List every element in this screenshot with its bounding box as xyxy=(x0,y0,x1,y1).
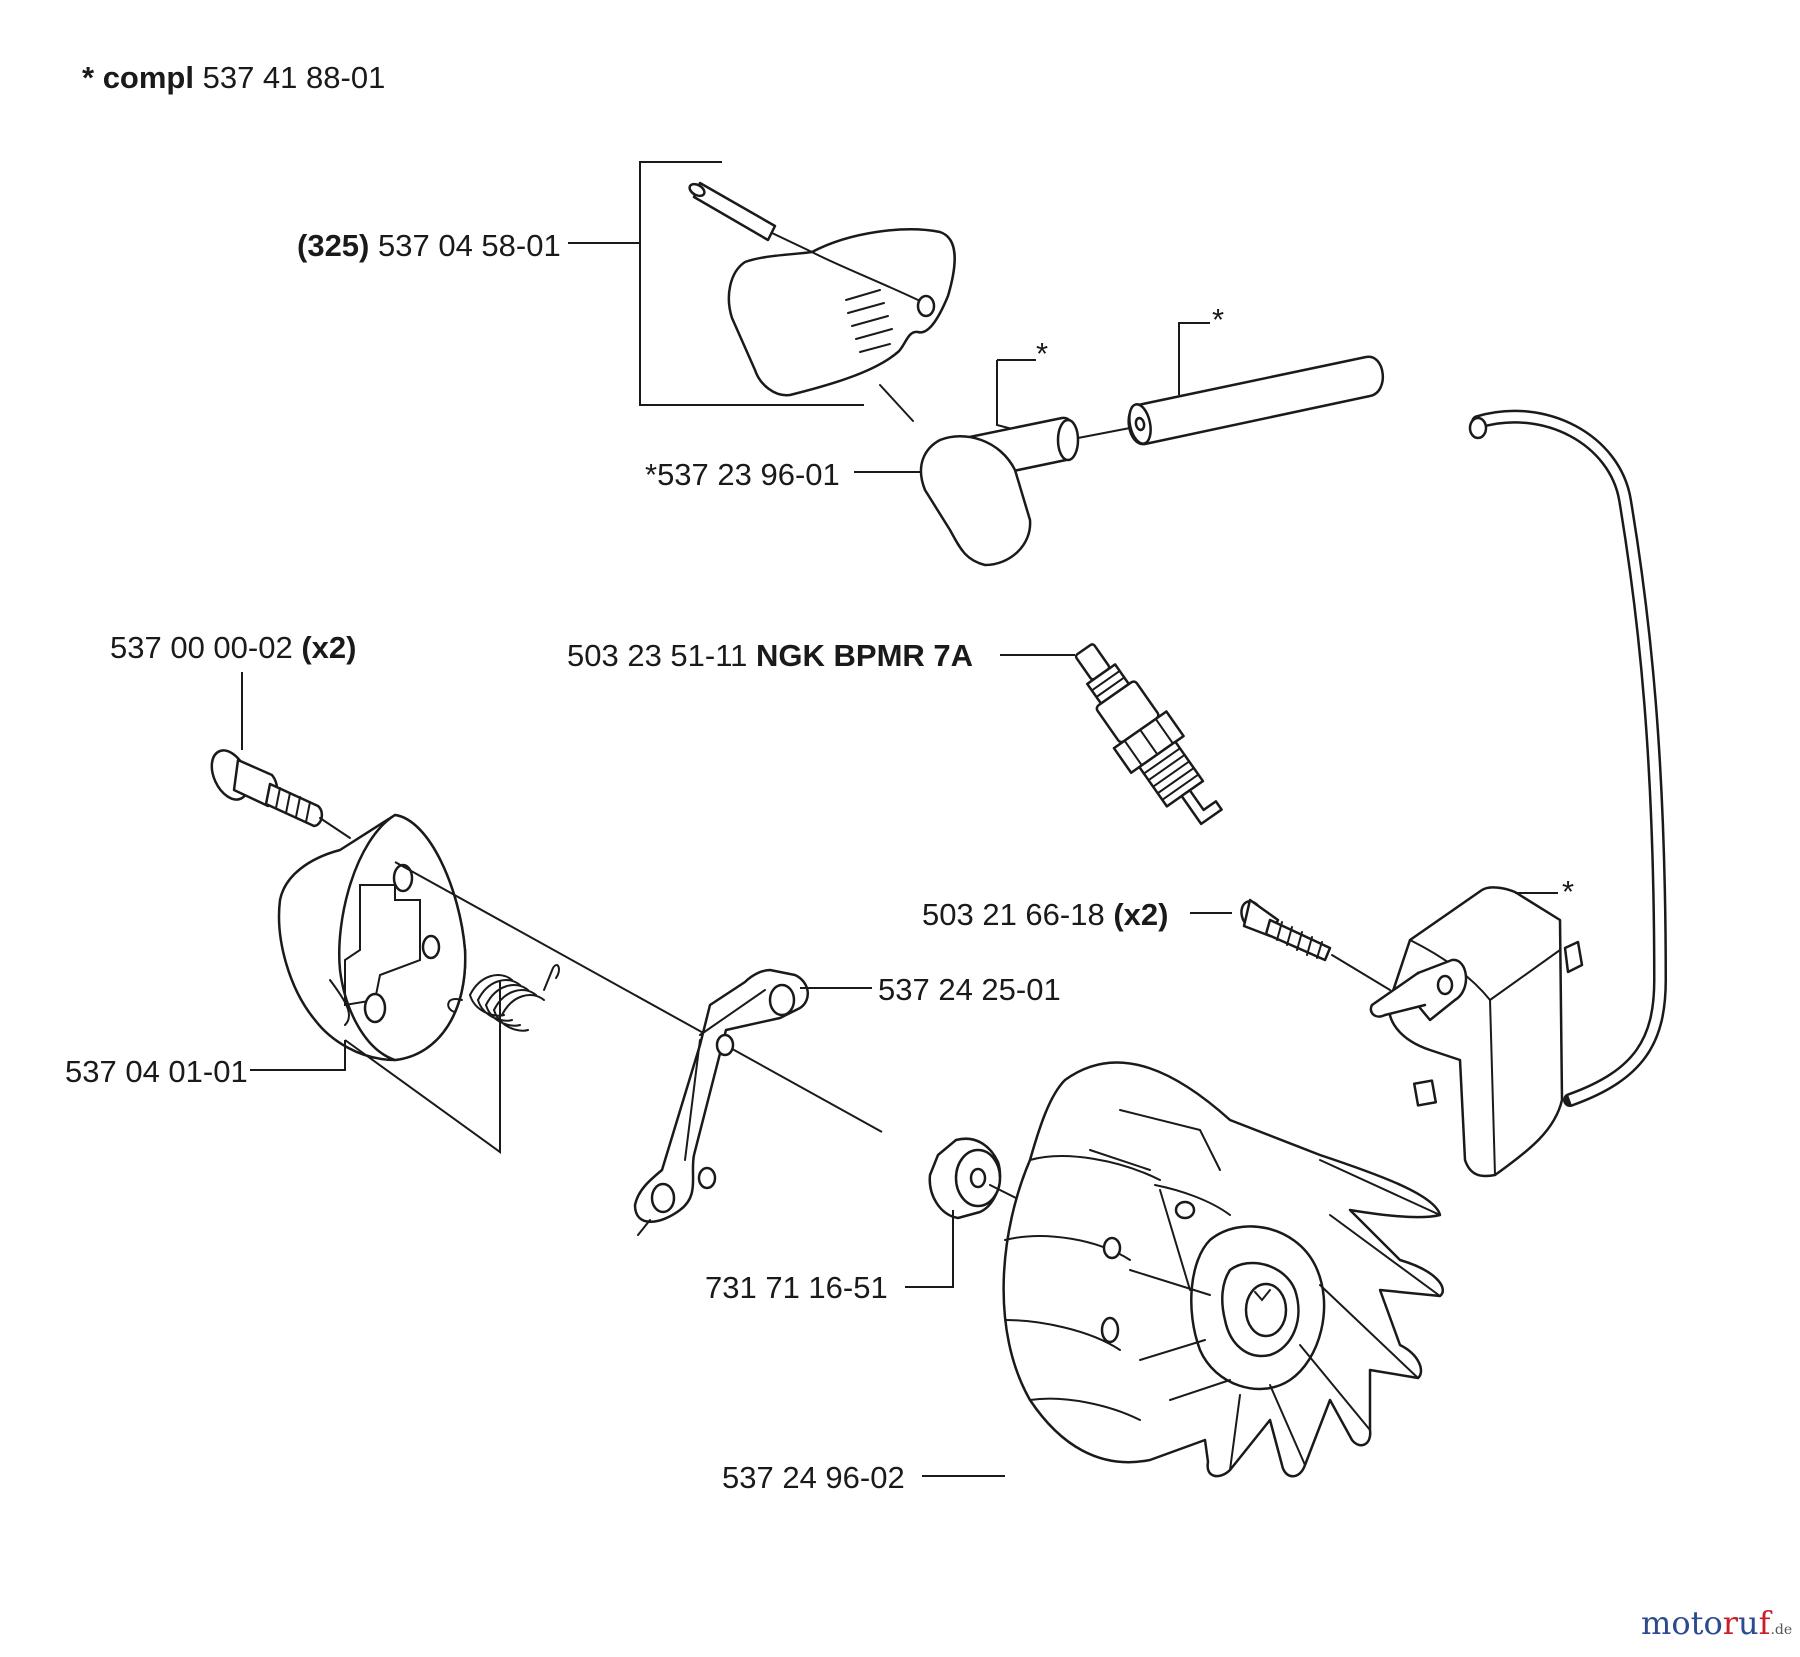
cap-cover-part xyxy=(568,162,955,421)
clutch-label: 537 04 01-01 xyxy=(65,1054,248,1089)
clutch-part xyxy=(279,815,465,1060)
wire-end xyxy=(1470,418,1486,438)
pin-part xyxy=(688,182,812,252)
spark-cap-part xyxy=(854,323,1383,565)
star-note-2: * xyxy=(1212,302,1224,337)
screw-b-label: 503 21 66-18 (x2) xyxy=(922,897,1168,932)
star-note-1: * xyxy=(1036,336,1048,371)
bracket-label: 537 24 25-01 xyxy=(878,972,1061,1007)
spark-plug-label: 503 23 51-11 NGK BPMR 7A xyxy=(567,638,973,673)
screw-a-part xyxy=(205,672,350,838)
cap-cover-label: (325) 537 04 58-01 xyxy=(297,228,561,263)
brand-logo: motoruf.de xyxy=(1641,1604,1792,1642)
ignition-module-part xyxy=(1371,887,1582,1176)
nut-label: 731 71 16-51 xyxy=(705,1270,888,1305)
flywheel-part xyxy=(1004,1062,1443,1476)
screw-a-label: 537 00 00-02 (x2) xyxy=(110,630,356,665)
axis-line-1 xyxy=(395,862,882,1132)
brand-text: motoruf.de xyxy=(1641,1604,1792,1642)
star-note-3: * xyxy=(1562,874,1574,909)
spark-plug-part xyxy=(1000,595,1231,862)
spark-cap-label: *537 23 96-01 xyxy=(645,457,840,492)
flywheel-label: 537 24 96-02 xyxy=(722,1460,905,1495)
screw-b-part xyxy=(1190,898,1390,990)
compl-header: * compl 537 41 88-01 xyxy=(82,60,385,95)
